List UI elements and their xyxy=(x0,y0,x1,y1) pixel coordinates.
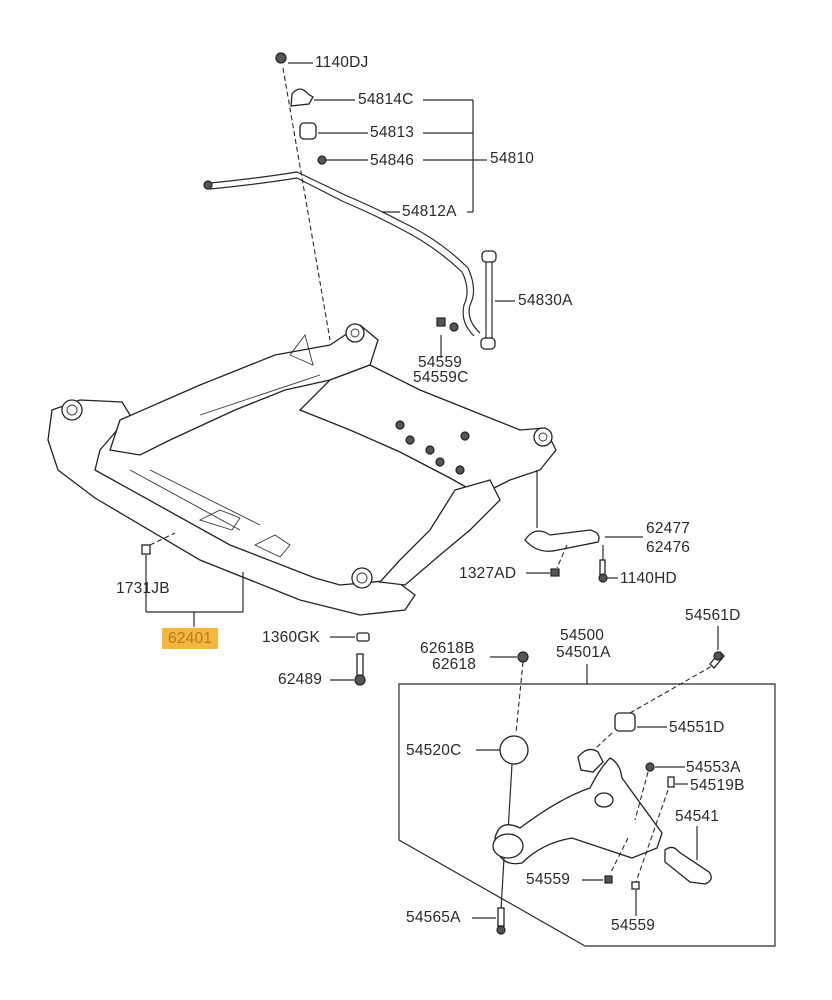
part-label-1140dj[interactable]: 1140DJ xyxy=(315,54,369,71)
stabilizer-link xyxy=(436,250,497,350)
part-label-54812a[interactable]: 54812A xyxy=(402,203,457,220)
part-label-54559-left[interactable]: 54559 xyxy=(526,871,571,888)
part-label-54830a[interactable]: 54830A xyxy=(518,292,573,309)
part-label-54559-bottom[interactable]: 54559 xyxy=(611,917,656,934)
part-label-54500[interactable]: 54500 xyxy=(560,627,605,644)
stabilizer-clamp-parts xyxy=(275,52,327,165)
part-label-62618[interactable]: 62618 xyxy=(432,656,477,673)
part-label-54501a[interactable]: 54501A xyxy=(556,644,611,661)
stabilizer-bar xyxy=(203,171,481,337)
part-label-54553a[interactable]: 54553A xyxy=(686,759,741,776)
part-label-1360gk[interactable]: 1360GK xyxy=(262,629,321,646)
part-label-54559-top[interactable]: 54559 xyxy=(418,354,463,371)
part-label-1731jb[interactable]: 1731JB xyxy=(116,580,170,597)
part-label-62477[interactable]: 62477 xyxy=(646,520,691,537)
part-label-54559c[interactable]: 54559C xyxy=(413,369,469,386)
part-label-54846[interactable]: 54846 xyxy=(370,152,415,169)
part-label-54561d[interactable]: 54561D xyxy=(685,607,741,624)
part-label-62401-highlighted[interactable]: 62401 xyxy=(162,628,219,649)
part-label-62476[interactable]: 62476 xyxy=(646,539,691,556)
part-label-54519b[interactable]: 54519B xyxy=(690,777,745,794)
leader-lines-stabilizer xyxy=(282,62,515,358)
part-label-62618b[interactable]: 62618B xyxy=(420,640,475,657)
part-label-54814c[interactable]: 54814C xyxy=(358,91,414,108)
part-label-54520c[interactable]: 54520C xyxy=(406,742,462,759)
subframe xyxy=(47,323,557,616)
part-label-62489[interactable]: 62489 xyxy=(278,671,323,688)
part-label-1327ad[interactable]: 1327AD xyxy=(459,565,517,582)
lower-arm-box xyxy=(398,664,776,947)
leader-lines-62401 xyxy=(141,532,370,686)
part-label-1140hd[interactable]: 1140HD xyxy=(620,570,677,587)
part-label-54813[interactable]: 54813 xyxy=(370,124,415,141)
part-label-54810[interactable]: 54810 xyxy=(490,150,535,167)
part-label-54565a[interactable]: 54565A xyxy=(406,909,461,926)
part-label-54541[interactable]: 54541 xyxy=(675,808,720,825)
part-label-54551d[interactable]: 54551D xyxy=(669,719,725,736)
lower-control-arm xyxy=(472,626,725,935)
roll-stopper-bracket xyxy=(524,470,643,583)
